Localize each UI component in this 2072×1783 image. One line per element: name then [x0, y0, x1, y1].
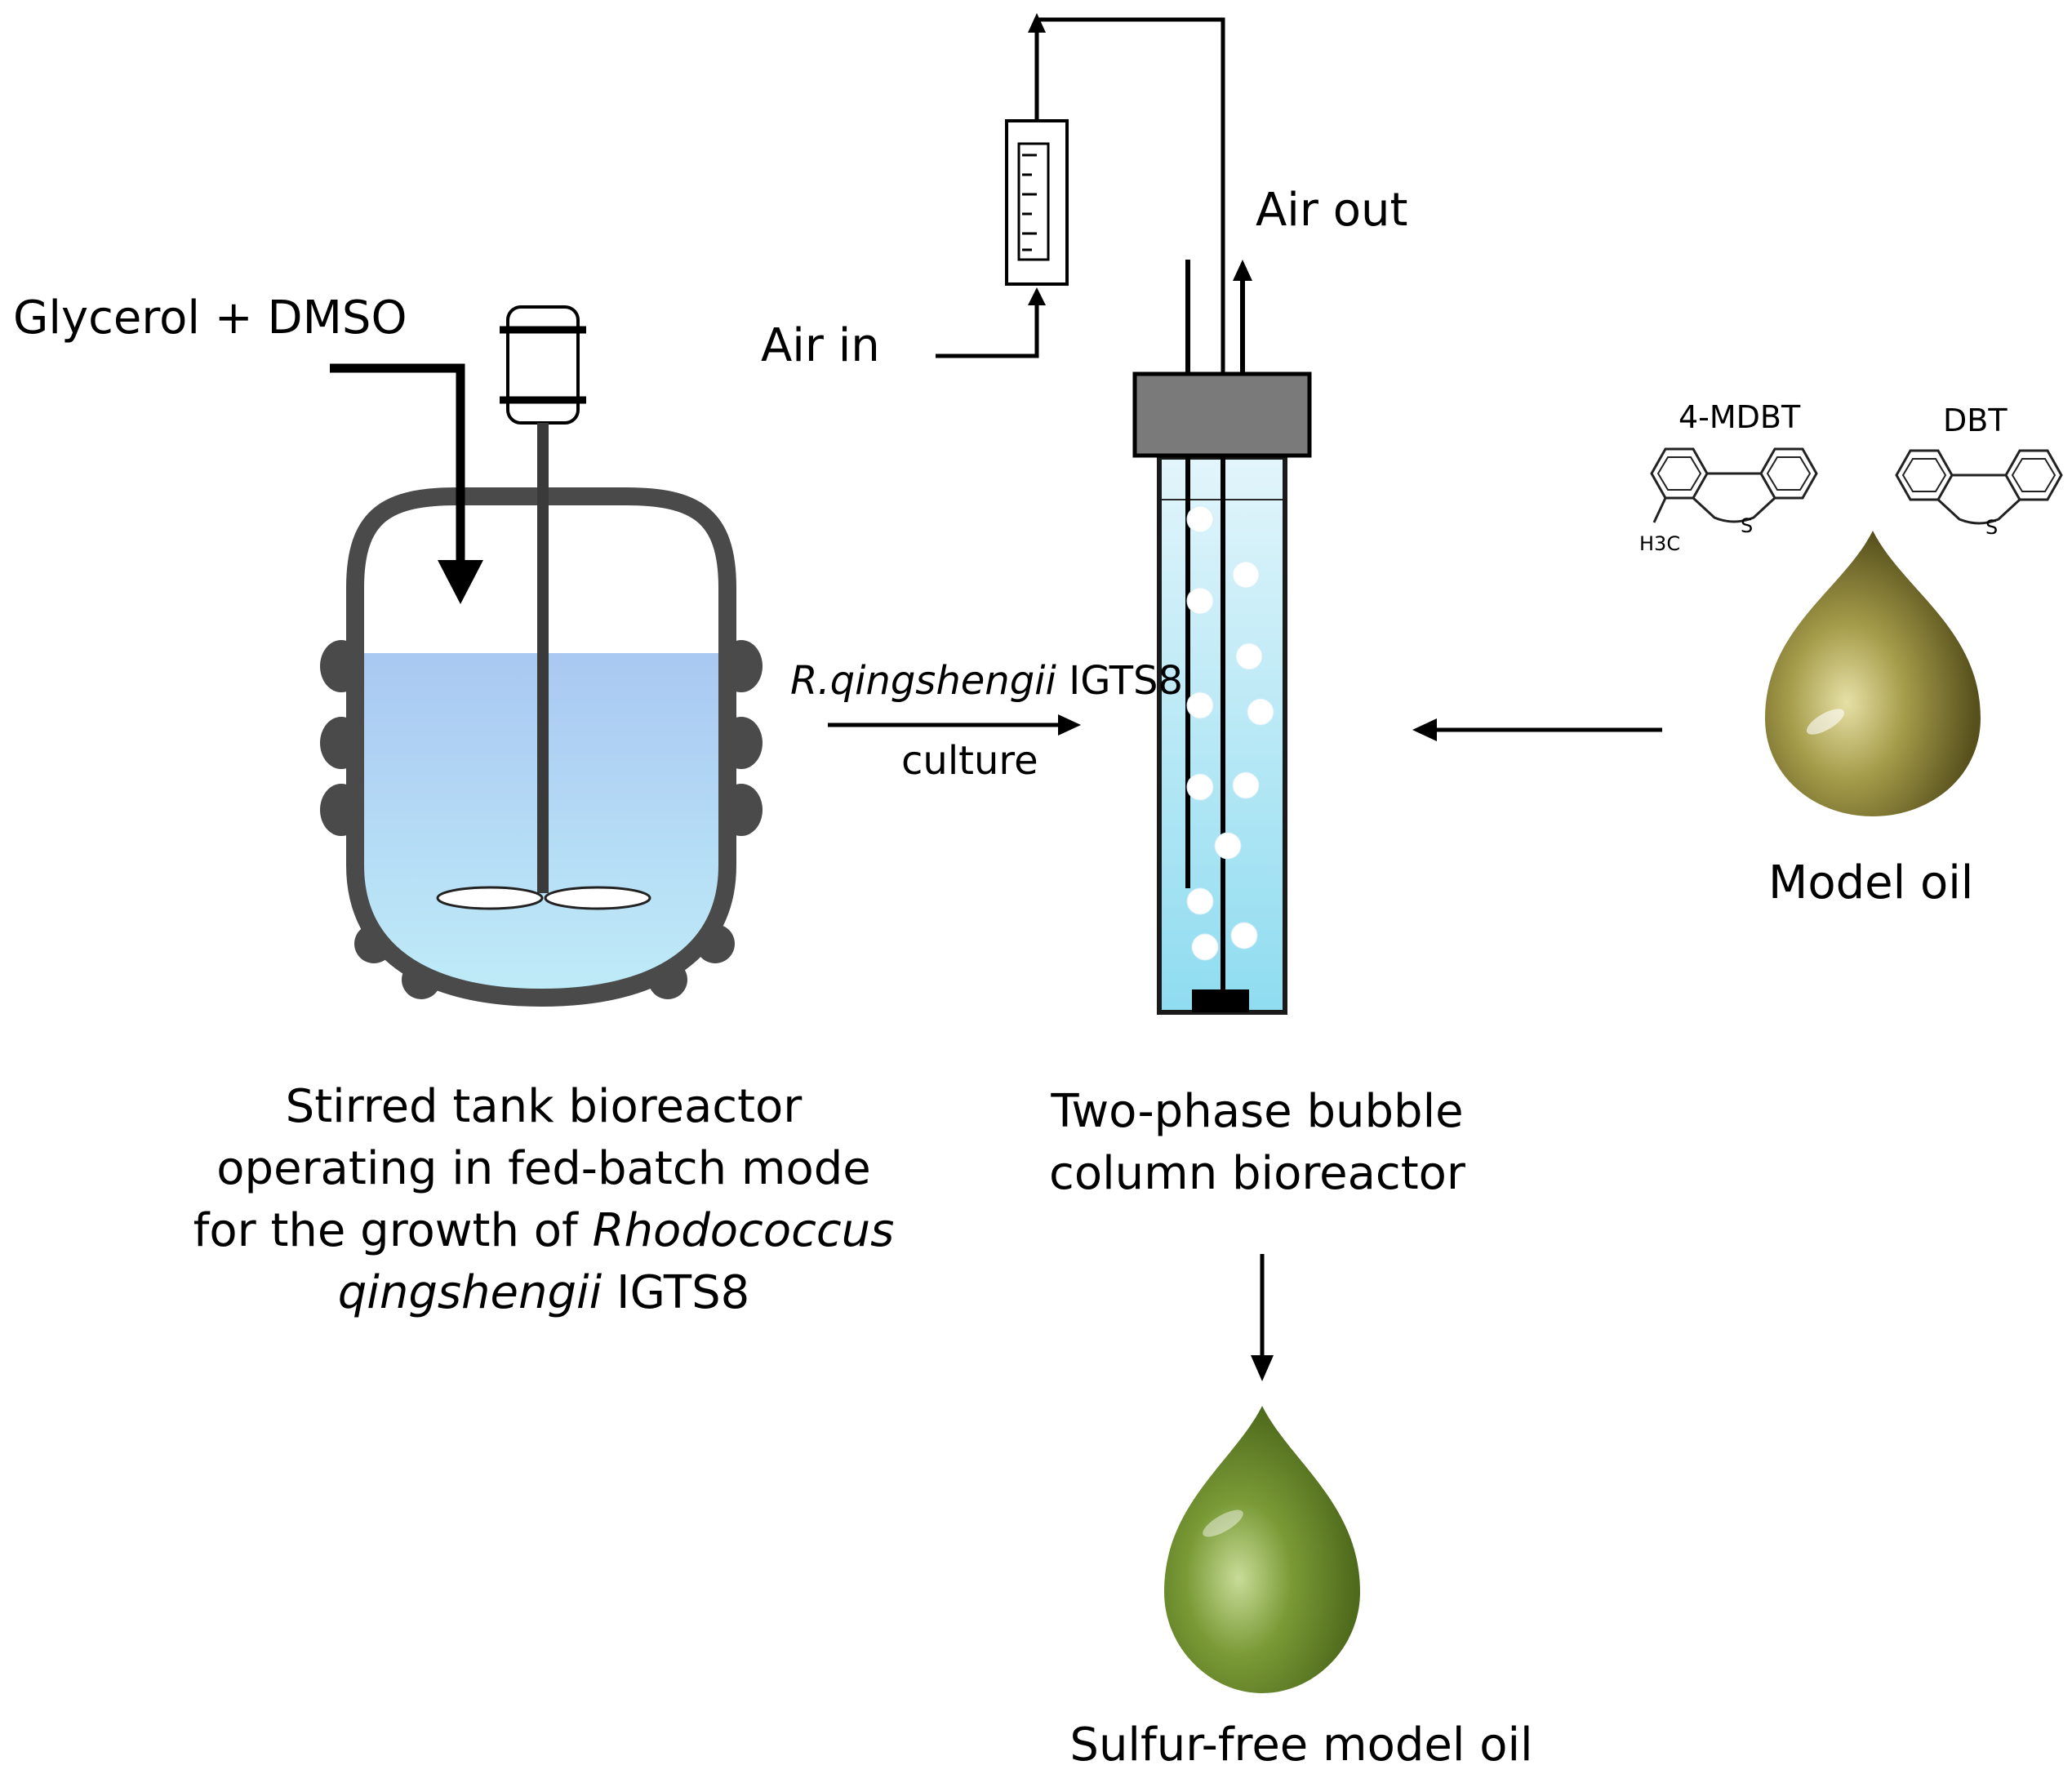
caption-line3-italic: Rhodococcus	[593, 1204, 895, 1257]
stirred-tank-caption-line4: qingshengii IGTS8	[338, 1266, 750, 1319]
bubble-column-caption-line2: column bioreactor	[1049, 1147, 1466, 1200]
sulfur-free-oil-label: Sulfur-free model oil	[1069, 1719, 1532, 1772]
model-oil-label: Model oil	[1768, 856, 1973, 909]
model-oil-drop	[1765, 531, 1981, 816]
stirred-tank-caption-line1: Stirred tank bioreactor	[286, 1080, 803, 1133]
air-supply-line	[936, 13, 1225, 994]
stirred-tank-caption-line3: for the growth of Rhodococcus	[193, 1204, 895, 1257]
culture-organism-label: R.qingshengii IGTS8	[790, 658, 1183, 704]
glycerol-dmso-label: Glycerol + DMSO	[13, 291, 407, 345]
dbt-sulfur-label: S	[1985, 516, 1998, 539]
air-bubbles	[1186, 505, 1274, 961]
air-in-label: Air in	[761, 319, 880, 372]
tank-vessel	[346, 487, 736, 1007]
caption-line4-post: IGTS8	[602, 1266, 749, 1319]
feed-arrow	[330, 363, 483, 604]
product-arrow	[1251, 1254, 1274, 1381]
h3c-label: H3C	[1639, 532, 1680, 555]
stirred-tank-bioreactor	[320, 305, 763, 1007]
column-cap	[1132, 371, 1312, 458]
oil-feed-arrow	[1412, 718, 1662, 741]
bubble-column-caption: Two-phase bubble column bioreactor	[1049, 1085, 1466, 1200]
culture-strain: IGTS8	[1056, 658, 1183, 704]
dbt-label: DBT	[1943, 402, 2008, 438]
stirrer-shaft	[537, 423, 549, 893]
caption-line4-italic: qingshengii	[338, 1266, 602, 1319]
stirred-tank-caption-line2: operating in fed-batch mode	[216, 1142, 870, 1195]
sparger	[1192, 989, 1249, 1012]
sulfur-free-oil-drop	[1164, 1406, 1360, 1693]
dbt-structure	[1895, 449, 2063, 525]
mdbt-label: 4-MDBT	[1678, 399, 1801, 435]
stirred-tank-caption: Stirred tank bioreactor operating in fed…	[193, 1080, 895, 1319]
culture-transfer-arrow	[828, 714, 1081, 736]
impeller	[436, 886, 651, 910]
air-out-label: Air out	[1256, 184, 1407, 237]
mdbt-structure	[1650, 447, 1818, 523]
rotameter	[1005, 119, 1069, 286]
culture-word-label: culture	[901, 738, 1038, 784]
bubble-column-caption-line1: Two-phase bubble	[1050, 1085, 1463, 1138]
culture-organism: R.qingshengii	[790, 658, 1056, 704]
stirrer-motor	[500, 305, 586, 425]
bubble-column-bioreactor	[1132, 260, 1312, 1015]
mdbt-sulfur-label: S	[1741, 514, 1753, 537]
caption-line3-pre: for the growth of	[193, 1204, 593, 1257]
